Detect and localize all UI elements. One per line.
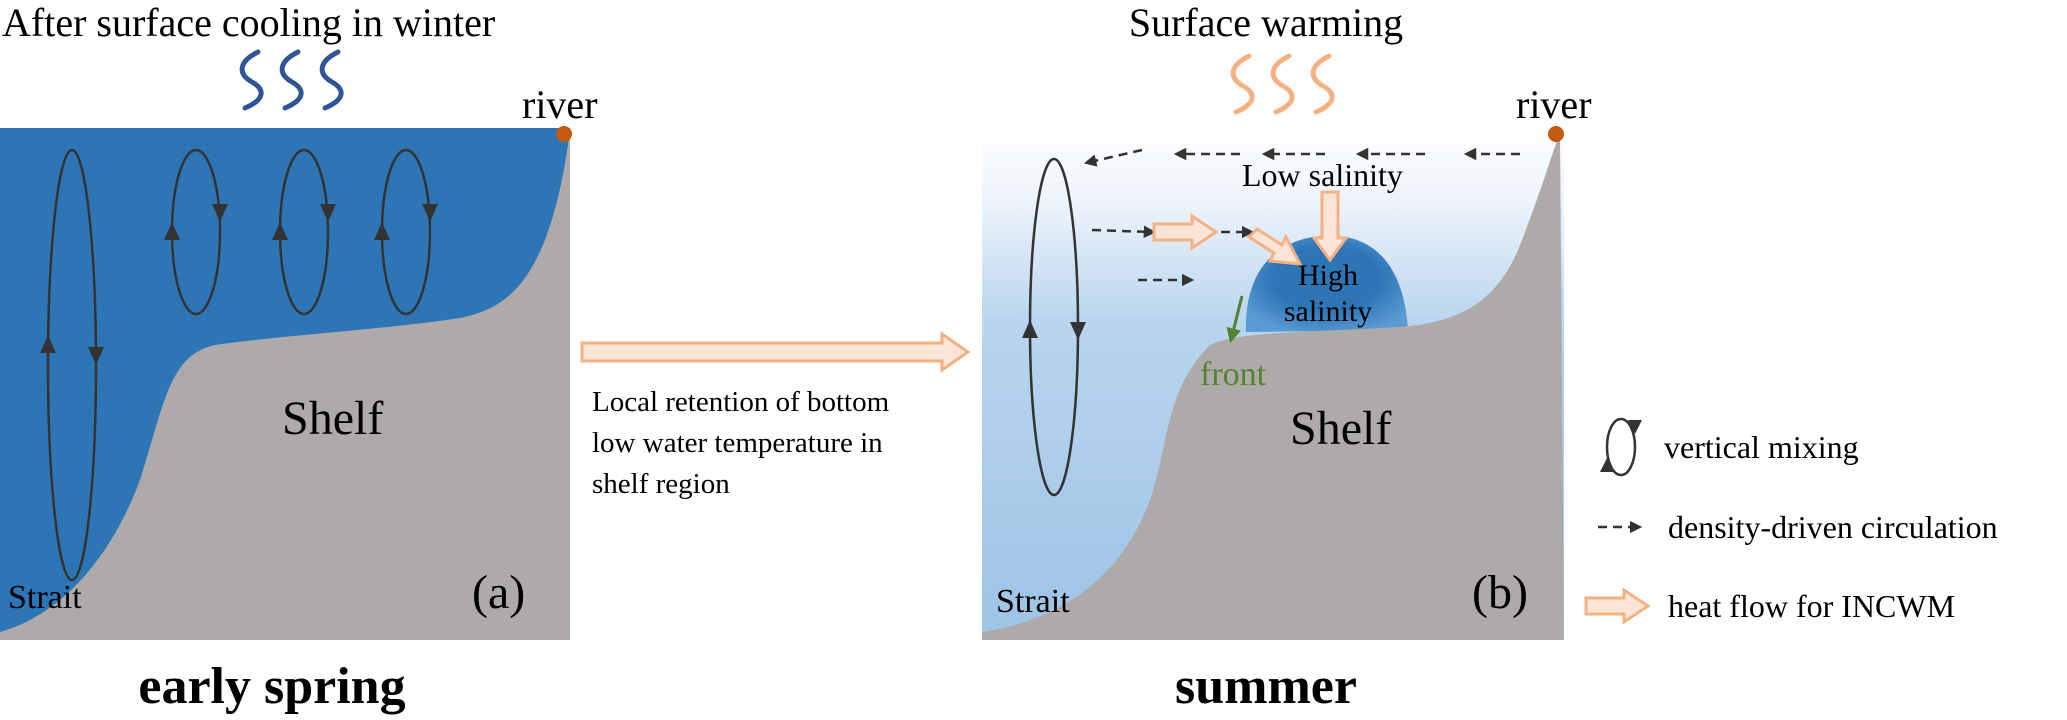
river-dot [556,126,572,142]
shelf-landmass [0,130,570,640]
panel-b-letter: (b) [1472,566,1528,619]
front-label: front [1200,356,1267,393]
vertical-mixing-icon [1605,417,1637,477]
panel-b-strait-label: Strait [996,583,1070,620]
legend-heat-flow-label: heat flow for INCWM [1668,588,1955,624]
low-salinity-label: Low salinity [1242,157,1403,193]
panel-b-title: Surface warming [1129,0,1403,45]
transition-line-3: shelf region [592,468,730,500]
cooling-wave-icon [239,49,344,111]
legend-density-circulation-label: density-driven circulation [1668,509,1998,545]
shelf-landmass-b [982,132,1564,640]
panel-a-title: After surface cooling in winter [2,0,495,45]
river-dot-b [1548,126,1564,142]
panel-a-strait-label: Strait [8,579,82,616]
transition: Local retention of bottom low water temp… [580,331,971,500]
panel-b: Surface warming river Low salinity High … [982,0,1592,715]
high-salinity-label-line2: salinity [1284,295,1372,328]
mixing-arrowheads-b [1022,320,1086,340]
density-circulation-arrows [1083,147,1520,287]
legend: vertical mixing density-driven circulati… [1584,417,1998,625]
legend-vertical-mixing-label: vertical mixing [1664,429,1859,465]
heat-flow-arrows [1152,190,1349,266]
mixing-arrowheads [40,204,438,365]
panel-a-letter: (a) [472,566,525,619]
legend-heat-flow: heat flow for INCWM [1584,587,1955,625]
panel-a: After surface cooling in winter river Sh… [0,0,598,715]
heat-flow-horizontal [1152,213,1219,251]
panel-b-river-label: river [1516,82,1592,127]
heat-flow-arrow-icon [1584,587,1651,625]
panel-a-shelf-label: Shelf [282,392,383,445]
transition-line-2: low water temperature in [592,427,883,459]
panel-a-season: early spring [138,658,405,715]
heat-flow-downward [1311,190,1349,263]
heat-flow-diagonal [1246,227,1303,266]
legend-density-circulation: density-driven circulation [1598,509,1998,545]
legend-vertical-mixing: vertical mixing [1600,417,1859,477]
high-salinity-label-line1: High [1298,259,1358,292]
panel-b-shelf-label: Shelf [1290,402,1391,455]
warming-wave-icon [1230,53,1335,115]
front-arrow [1226,295,1244,344]
transition-line-1: Local retention of bottom [592,386,890,418]
panel-a-river-label: river [522,82,598,127]
panel-b-season: summer [1175,658,1357,715]
transition-arrow [580,331,971,373]
